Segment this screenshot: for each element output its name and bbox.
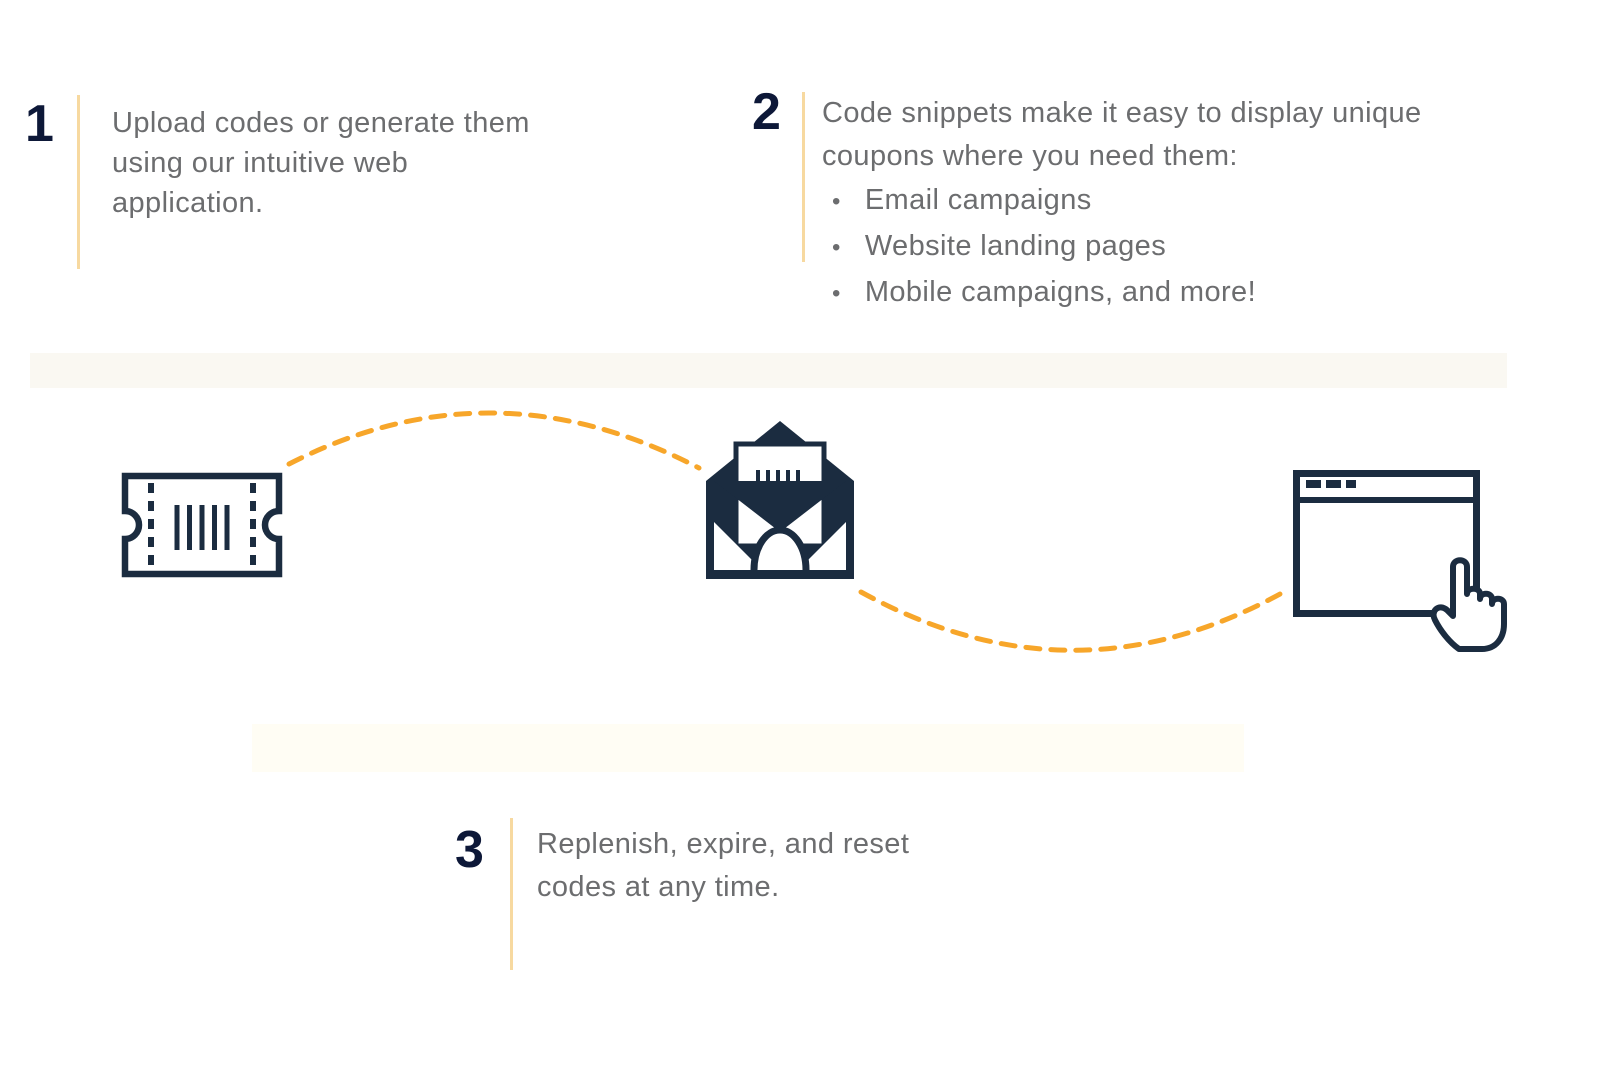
bullet-label: Website landing pages (864, 230, 1167, 262)
bullet-label: Email campaigns (864, 184, 1092, 216)
step-3-line: Replenish, expire, and reset (537, 828, 910, 860)
bullet-icon: • (832, 188, 841, 215)
bullet-item-mobile-campaigns: • Mobile campaigns, and more! (822, 270, 1422, 316)
step-2-line: coupons where you need them: (822, 140, 1238, 172)
bullet-label: Mobile campaigns, and more! (864, 276, 1257, 308)
hand-cursor-icon (1430, 557, 1507, 652)
flow-curve-envelope-to-browser (858, 586, 1292, 653)
background-band-bottom (252, 724, 1244, 772)
step-1-divider (77, 95, 80, 269)
step-1-line: Upload codes or generate them (112, 107, 530, 139)
browser-click-icon (1293, 470, 1507, 652)
step-2-divider (802, 92, 805, 262)
background-band-top (30, 353, 1507, 388)
bullet-item-email-campaigns: • Email campaigns (822, 178, 1422, 224)
step-2-line: Code snippets make it easy to display un… (822, 97, 1422, 129)
envelope-coupon-icon (706, 421, 854, 579)
step-1-line: application. (112, 187, 264, 219)
step-1-line: using our intuitive web (112, 147, 409, 179)
window-controls-icon (1306, 480, 1356, 488)
step-1-text: Upload codes or generate them using our … (112, 103, 530, 223)
step-3-divider (510, 818, 513, 970)
step-1-number: 1 (25, 95, 54, 153)
barcode-icon (174, 505, 230, 550)
bullet-icon: • (832, 280, 841, 307)
flow-curve-ticket-to-envelope (286, 410, 702, 471)
step-2-number: 2 (752, 83, 781, 141)
step-3-line: codes at any time. (537, 871, 780, 903)
coupon-ticket-icon (121, 472, 283, 578)
bullet-item-website-landing-pages: • Website landing pages (822, 224, 1422, 270)
step-2-text: Code snippets make it easy to display un… (822, 92, 1422, 316)
step-3-number: 3 (455, 821, 484, 879)
bullet-icon: • (832, 234, 841, 261)
step-3-text: Replenish, expire, and reset codes at an… (537, 823, 909, 909)
